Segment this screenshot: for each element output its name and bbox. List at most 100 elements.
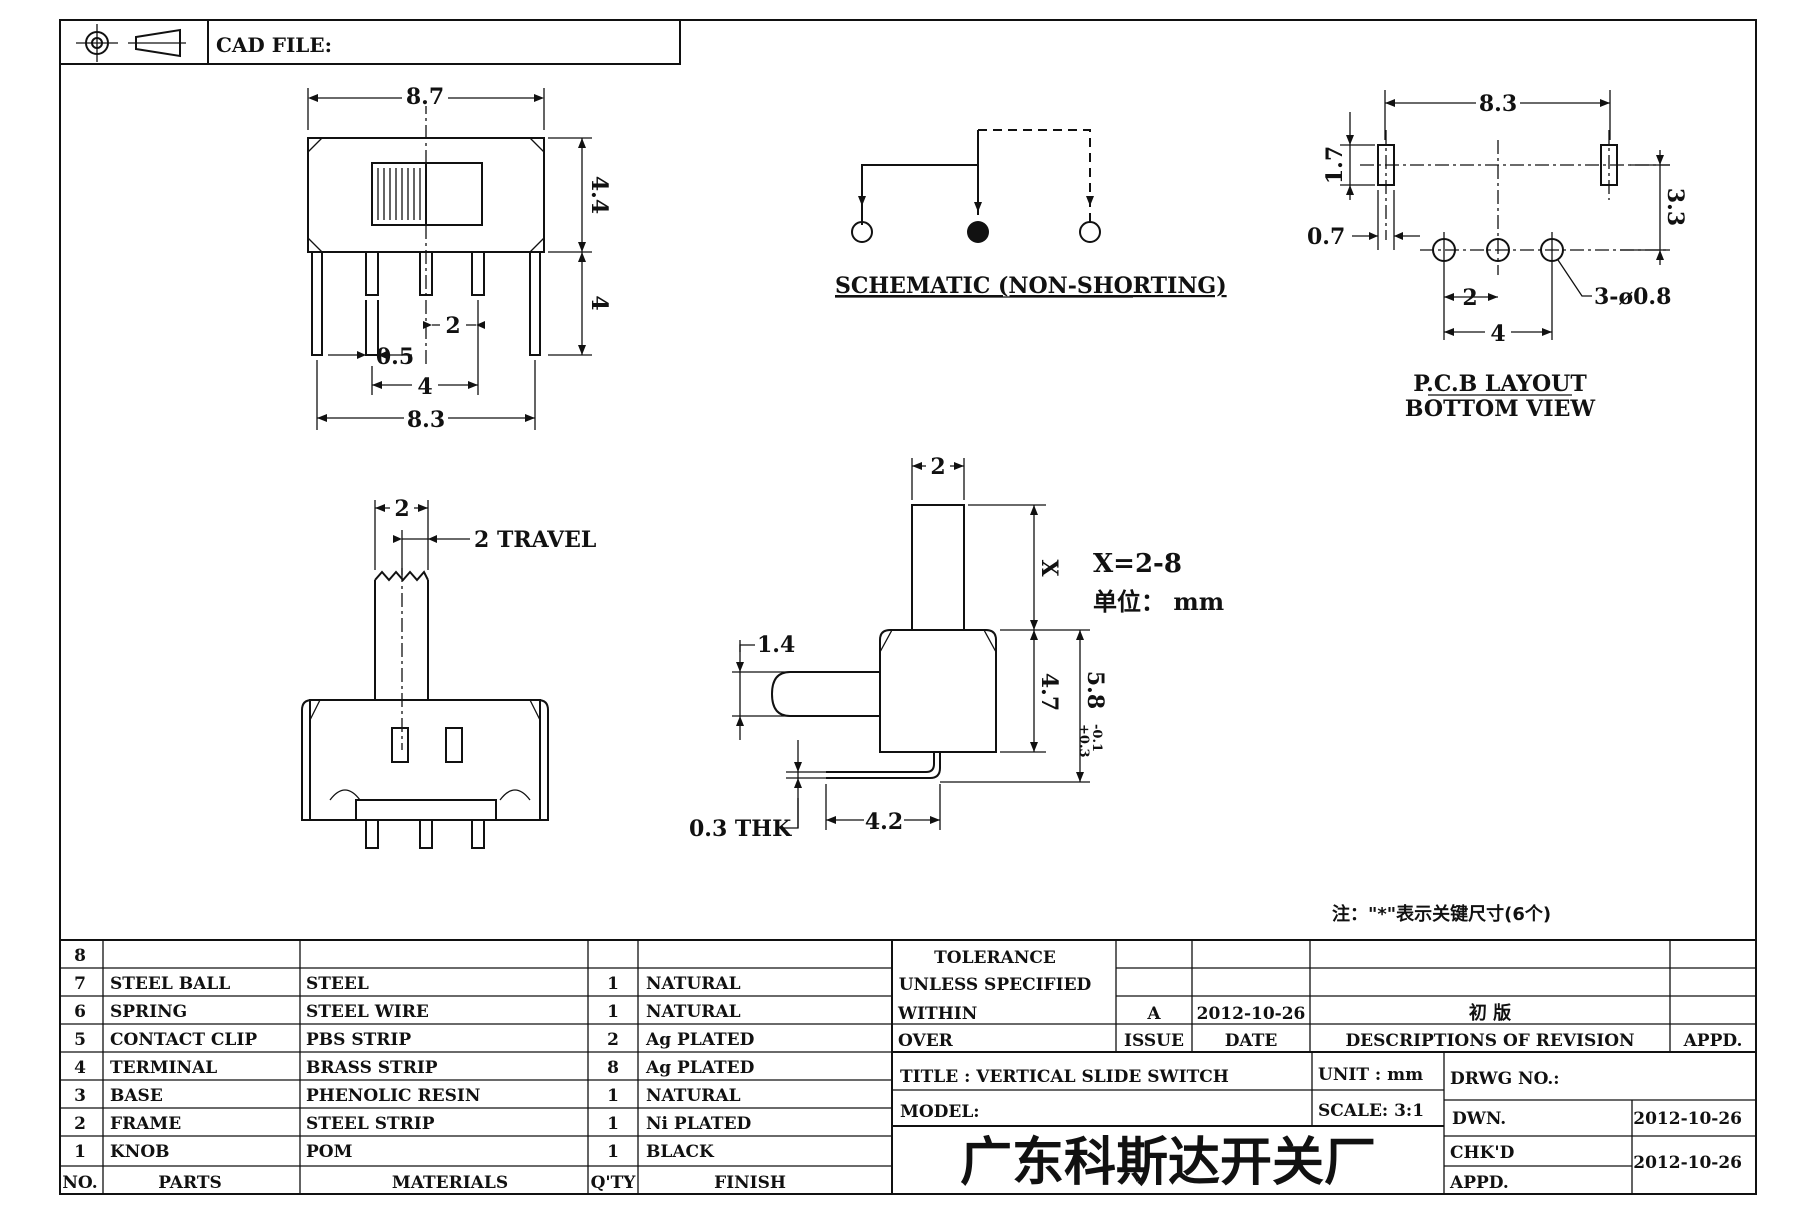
schematic: SCHEMATIC (NON-SHORTING) bbox=[835, 129, 1227, 299]
projection-symbol-icon bbox=[76, 24, 186, 62]
profile-tol-minus: -0.1 bbox=[1089, 724, 1104, 752]
bom-cell-qty: 1 bbox=[607, 1114, 619, 1134]
table-row: 3 BASE PHENOLIC RESIN 1 NATURAL bbox=[74, 1086, 741, 1106]
appd-signoff-label: APPD. bbox=[1449, 1173, 1509, 1193]
company-name: 广东科斯达开关厂 bbox=[960, 1133, 1376, 1193]
bom-cell-finish: NATURAL bbox=[646, 1086, 741, 1106]
drawing-title: TITLE : VERTICAL SLIDE SWITCH bbox=[900, 1067, 1229, 1087]
chkd-label: CHK'D bbox=[1450, 1143, 1515, 1163]
within-label: WITHIN bbox=[897, 1004, 977, 1024]
dim-4-4: 4.4 bbox=[586, 176, 612, 214]
pcb-layout: 8.3 1.7 0.7 3.3 2 4 3-ø0.8 P.C.B L bbox=[1307, 90, 1688, 422]
over-label: OVER bbox=[898, 1031, 954, 1051]
unit-cell: UNIT : mm bbox=[1318, 1065, 1423, 1085]
bom-cell-no: 6 bbox=[74, 1002, 86, 1022]
bom-cell-finish: NATURAL bbox=[646, 1002, 741, 1022]
model-label: MODEL: bbox=[900, 1102, 980, 1122]
title-block: TOLERANCE UNLESS SPECIFIED WITHIN OVER A… bbox=[892, 940, 1756, 1194]
tolerance-label: TOLERANCE bbox=[934, 948, 1056, 968]
pcb-dim-2: 2 bbox=[1462, 285, 1477, 311]
bom-cell-qty: 1 bbox=[607, 1002, 619, 1022]
bom-cell-no: 3 bbox=[74, 1086, 86, 1106]
scale-cell: SCALE: 3:1 bbox=[1318, 1101, 1424, 1121]
profile-dim-2: 2 bbox=[930, 454, 945, 480]
dwn-date: 2012-10-26 bbox=[1633, 1109, 1742, 1129]
bom-header-materials: MATERIALS bbox=[392, 1173, 508, 1193]
bom-cell-material: POM bbox=[306, 1142, 353, 1162]
bom-cell-material: BRASS STRIP bbox=[306, 1058, 438, 1078]
dwn-label: DWN. bbox=[1452, 1109, 1506, 1129]
drwg-no-label: DRWG NO.: bbox=[1450, 1069, 1560, 1089]
bom-header-parts: PARTS bbox=[158, 1173, 222, 1193]
pcb-dim-4: 4 bbox=[1490, 321, 1505, 347]
profile-dim-1-4: 1.4 bbox=[757, 632, 795, 658]
table-row: 8 bbox=[74, 946, 86, 966]
unit-label: 单位： mm bbox=[1093, 587, 1224, 616]
bom-cell-finish: BLACK bbox=[646, 1142, 715, 1162]
bom-cell-no: 4 bbox=[74, 1058, 86, 1078]
revision-date: 2012-10-26 bbox=[1197, 1004, 1306, 1024]
bom-header-no: NO. bbox=[62, 1173, 97, 1193]
dim-8-3: 8.3 bbox=[407, 407, 445, 433]
bom-cell-qty: 8 bbox=[607, 1058, 619, 1078]
bottom-view-label: BOTTOM VIEW bbox=[1405, 396, 1595, 422]
bom-cell-no: 1 bbox=[74, 1142, 86, 1162]
bom-cell-qty: 2 bbox=[607, 1030, 619, 1050]
profile-dim-x: X bbox=[1036, 559, 1062, 577]
bom-cell-finish: Ag PLATED bbox=[645, 1058, 755, 1078]
terminal-open-circle bbox=[1079, 221, 1101, 243]
pcb-layout-label: P.C.B LAYOUT bbox=[1413, 371, 1587, 397]
top-view: 8.7 4.4 4 2 0.5 4 8.3 bbox=[307, 84, 612, 433]
date-label: DATE bbox=[1225, 1031, 1278, 1051]
bom-cell-qty: 1 bbox=[607, 974, 619, 994]
dim-0-5: 0.5 bbox=[376, 344, 414, 370]
bom-cell-no: 2 bbox=[74, 1114, 86, 1134]
dim-2-pitch: 2 bbox=[445, 313, 460, 339]
bom-cell-part: TERMINAL bbox=[110, 1058, 217, 1078]
bom-header-finish: FINISH bbox=[714, 1173, 786, 1193]
pcb-dim-3-3: 3.3 bbox=[1662, 188, 1688, 226]
knob-ribs bbox=[371, 162, 427, 226]
pcb-dim-8-3: 8.3 bbox=[1479, 91, 1517, 117]
revision-letter: A bbox=[1146, 1004, 1161, 1024]
revision-description: 初 版 bbox=[1469, 1002, 1511, 1024]
profile-dim-4-7: 4.7 bbox=[1036, 673, 1062, 711]
terminal-common-dot bbox=[967, 221, 989, 243]
pcb-dim-1-7: 1.7 bbox=[1322, 146, 1348, 184]
chk-date: 2012-10-26 bbox=[1633, 1153, 1742, 1173]
bom-cell-part: STEEL BALL bbox=[110, 974, 230, 994]
terminal-open-circle bbox=[851, 221, 873, 243]
appd-label: APPD. bbox=[1683, 1031, 1743, 1051]
pcb-holes-label: 3-ø0.8 bbox=[1594, 284, 1671, 310]
bom-cell-qty: 1 bbox=[607, 1142, 619, 1162]
bom-cell-part: BASE bbox=[110, 1086, 163, 1106]
dim-4-vertical: 4 bbox=[586, 295, 612, 310]
bom-cell-part: KNOB bbox=[110, 1142, 170, 1162]
pcb-dim-0-7: 0.7 bbox=[1307, 224, 1345, 250]
descriptions-label: DESCRIPTIONS OF REVISION bbox=[1345, 1031, 1634, 1051]
bom-cell-part: SPRING bbox=[110, 1002, 187, 1022]
bom-header-qty: Q'TY bbox=[591, 1173, 637, 1193]
cad-header: CAD FILE: bbox=[60, 20, 681, 65]
bom-cell-material: STEEL WIRE bbox=[306, 1002, 429, 1022]
profile-dim-4-2: 4.2 bbox=[865, 809, 903, 835]
bom-cell-no: 7 bbox=[74, 974, 86, 994]
issue-label: ISSUE bbox=[1124, 1031, 1184, 1051]
bom-cell-no: 8 bbox=[74, 946, 86, 966]
bom-cell-qty: 1 bbox=[607, 1086, 619, 1106]
dim-8-7: 8.7 bbox=[406, 84, 444, 110]
unless-specified-label: UNLESS SPECIFIED bbox=[899, 975, 1092, 995]
bom-cell-no: 5 bbox=[74, 1030, 86, 1050]
table-row: 6 SPRING STEEL WIRE 1 NATURAL bbox=[74, 1002, 741, 1022]
bom-cell-material: PHENOLIC RESIN bbox=[306, 1086, 480, 1106]
bom-cell-finish: Ni PLATED bbox=[646, 1114, 752, 1134]
side-view: 2 2 TRAVEL bbox=[301, 494, 596, 849]
bom-cell-finish: Ag PLATED bbox=[645, 1030, 755, 1050]
bom-cell-material: STEEL bbox=[306, 974, 369, 994]
travel-label: 2 TRAVEL bbox=[474, 527, 596, 553]
bom-cell-part: CONTACT CLIP bbox=[110, 1030, 257, 1050]
